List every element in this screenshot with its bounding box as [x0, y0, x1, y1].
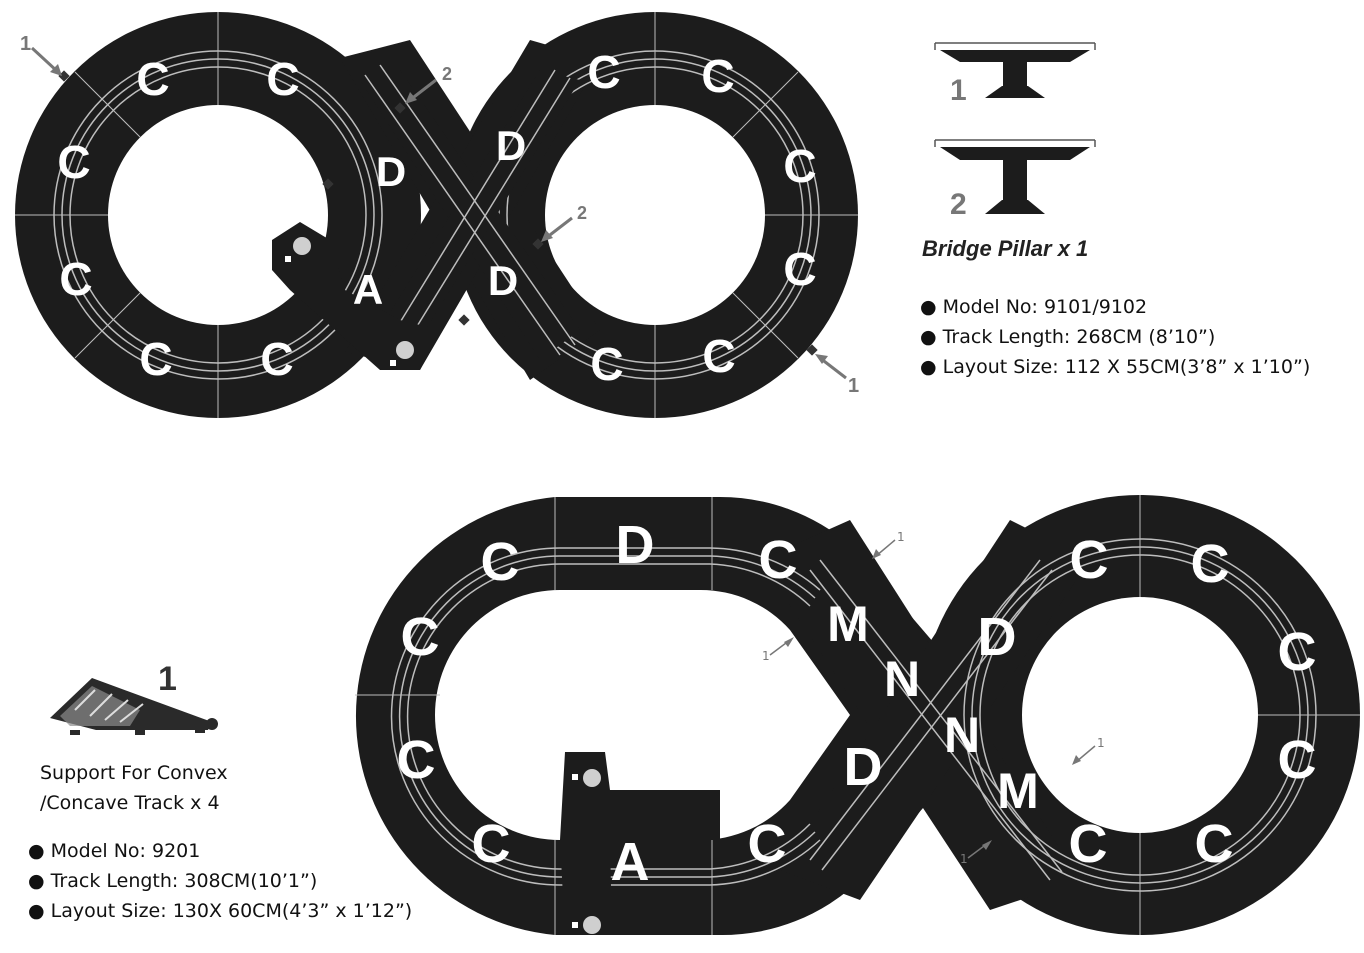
- layout1-label: D: [376, 148, 406, 195]
- layout2-label: M: [997, 763, 1039, 819]
- support-spec-model: ● Model No: 9201: [28, 840, 201, 862]
- layout-1-labels: C C C C C C D D A D C C C C C C: [57, 46, 816, 390]
- layout1-label: D: [496, 122, 526, 169]
- callout-arrow-icon: 1: [762, 637, 794, 663]
- callout-arrow-icon: 1: [815, 354, 859, 397]
- pillar-number: 2: [950, 188, 967, 221]
- support-spec-size: ● Layout Size: 130X 60CM(4’3” x 1’12”): [28, 900, 413, 922]
- callout-arrow-icon: 1: [872, 530, 905, 559]
- layout-2-track: [355, 495, 1360, 936]
- support-title-line1: Support For Convex: [40, 762, 228, 784]
- layout1-label: C: [702, 330, 735, 382]
- support-title: Support For Convex /Concave Track x 4: [40, 758, 228, 818]
- callout-number: 1: [1097, 736, 1105, 750]
- pillar-spec-length: ● Track Length: 268CM (8’10”): [920, 326, 1216, 348]
- layout2-label: C: [1195, 814, 1234, 874]
- pillar-spec-size: ● Layout Size: 112 X 55CM(3’8” x 1’10”): [920, 356, 1311, 378]
- layout2-label: C: [748, 814, 787, 874]
- layout1-label: C: [260, 333, 293, 385]
- callout-arrow-icon: 2: [541, 203, 587, 242]
- layout1-label: C: [783, 243, 816, 295]
- layout1-label: C: [136, 53, 169, 105]
- pillar-2-icon: 2: [934, 139, 1096, 221]
- pillar-1-icon: 1: [934, 42, 1096, 107]
- layout2-label: C: [397, 730, 436, 790]
- layout2-label: C: [1069, 814, 1108, 874]
- layout1-label: C: [590, 338, 623, 390]
- layout1-label: C: [587, 46, 620, 98]
- layout1-label: A: [353, 266, 383, 313]
- bridge-pillar-icons: 1 2: [934, 42, 1096, 221]
- layout1-label: C: [59, 253, 92, 305]
- support-specs: ● Model No: 9201 ● Track Length: 308CM(1…: [28, 836, 412, 926]
- layout1-label: C: [266, 53, 299, 105]
- support-title-line2: /Concave Track x 4: [40, 792, 220, 814]
- layout2-label: C: [1278, 622, 1317, 682]
- layout2-label: N: [944, 707, 980, 763]
- layout2-label: C: [481, 532, 520, 592]
- layout2-label: C: [1191, 534, 1230, 594]
- callout-arrow-icon: 2: [405, 64, 452, 104]
- pillar-number: 1: [950, 74, 967, 107]
- callout-arrow-icon: 1: [20, 33, 62, 76]
- bridge-pillar-title: Bridge Pillar x 1: [922, 236, 1089, 261]
- layout-2-callouts: 1 1 1 1: [762, 530, 1105, 866]
- layout2-label: D: [616, 515, 655, 575]
- layout1-label: C: [57, 136, 90, 188]
- callout-number: 1: [897, 530, 905, 544]
- layout-2-labels: C D C C C C A C M N N M D D C C C C C C: [397, 515, 1317, 892]
- layout2-label: C: [759, 530, 798, 590]
- layout2-label: C: [1278, 730, 1317, 790]
- layout2-label: N: [884, 651, 920, 707]
- layout2-label: C: [1070, 530, 1109, 590]
- layout2-label: A: [611, 832, 650, 892]
- layout2-label: M: [827, 596, 869, 652]
- layout2-label: C: [472, 814, 511, 874]
- layout2-label: D: [978, 607, 1017, 667]
- layout1-label: C: [701, 50, 734, 102]
- pillar-specs: ● Model No: 9101/9102 ● Track Length: 26…: [920, 292, 1310, 382]
- layout1-label: C: [783, 140, 816, 192]
- support-spec-length: ● Track Length: 308CM(10’1”): [28, 870, 318, 892]
- support-number: 1: [158, 660, 177, 698]
- callout-number: 1: [848, 375, 859, 397]
- layout-1-callouts: 1 2 2 1: [20, 33, 859, 397]
- callout-arrow-icon: 1: [1072, 736, 1105, 765]
- callout-number: 1: [960, 852, 968, 866]
- callout-number: 1: [762, 649, 770, 663]
- layout1-label: C: [139, 333, 172, 385]
- callout-number: 1: [20, 33, 31, 55]
- pillar-spec-model: ● Model No: 9101/9102: [920, 296, 1148, 318]
- layout2-label: C: [401, 607, 440, 667]
- callout-arrow-icon: 1: [960, 840, 992, 866]
- support-piece-icon: 1: [50, 660, 218, 735]
- layout2-label: D: [844, 737, 883, 797]
- callout-number: 2: [577, 203, 587, 223]
- layout-1-track: [15, 12, 858, 418]
- callout-number: 2: [442, 64, 452, 84]
- layout1-label: D: [488, 257, 518, 304]
